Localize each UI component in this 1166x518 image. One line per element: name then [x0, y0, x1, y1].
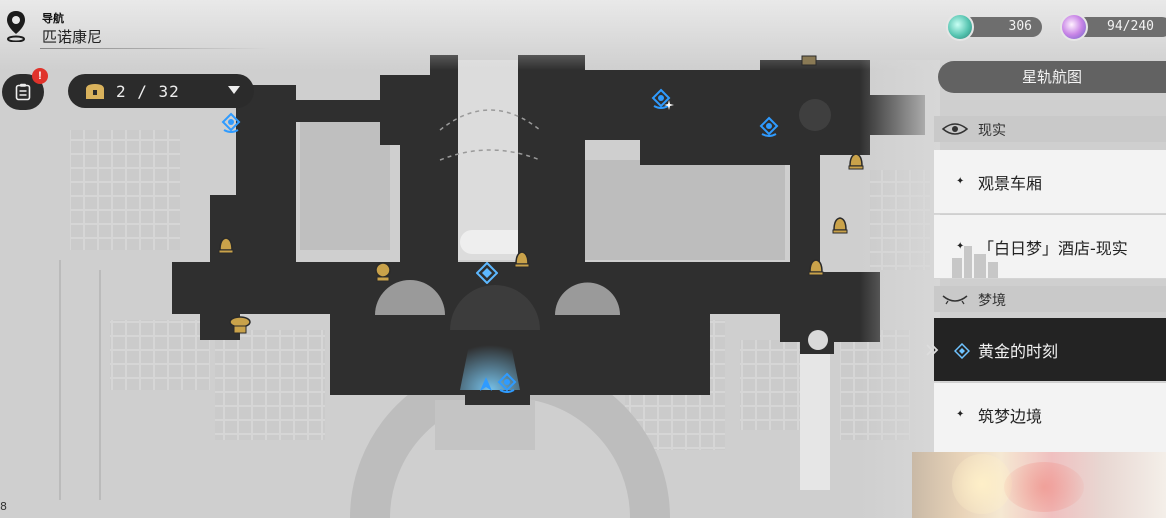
section-header-dreamscape: 梦境 [934, 286, 1166, 312]
location-pin-icon [7, 11, 25, 42]
location-name: 黄金的时刻 [978, 342, 1059, 361]
star-icon: ✦ [956, 176, 965, 187]
location-item-golden-hour[interactable]: 黄金的时刻 [934, 318, 1166, 382]
location-item-hotel-reality[interactable]: ✦ 「白日梦」酒店-现实 [934, 215, 1166, 279]
navigation-header: 导航 匹诺康尼 [4, 8, 284, 49]
light-glow [1004, 462, 1084, 512]
star-icon: ✦ [956, 241, 965, 252]
stellar-jade-value: 306 [962, 17, 1042, 37]
chevron-down-icon [228, 86, 240, 94]
treasure-chest-icon [86, 84, 104, 99]
corner-label: 8 [0, 500, 7, 513]
location-item-dream-edge[interactable]: ✦ 筑梦边境 [934, 383, 1166, 453]
location-name: 筑梦边境 [978, 407, 1043, 426]
treasure-count: 2 / 32 [116, 81, 180, 101]
section-header-reality: 现实 [934, 116, 1166, 142]
location-item-observation-car[interactable]: ✦ 观景车厢 [934, 150, 1166, 214]
closed-eye-icon [942, 295, 968, 305]
double-chevron-right-icon [926, 344, 939, 356]
trailblaze-power-icon [1060, 13, 1088, 41]
stellar-jade-icon [946, 13, 974, 41]
section-label-dreamscape: 梦境 [978, 293, 1006, 309]
header-divider [40, 48, 270, 49]
star-rail-map-button[interactable]: 星轨航图 [938, 61, 1166, 93]
skyline-icon [952, 246, 998, 278]
waypoint-diamond-icon [954, 343, 970, 359]
promo-banner [912, 452, 1166, 518]
eye-icon [941, 123, 969, 135]
clipboard-icon [15, 83, 31, 101]
nav-title: 导航 [42, 12, 64, 25]
mission-log-button[interactable]: ! [2, 68, 48, 110]
region-name: 匹诺康尼 [42, 28, 103, 46]
light-glow [952, 454, 1012, 514]
trailblaze-power-currency[interactable]: 94/240 [1060, 13, 1166, 41]
section-label-reality: 现实 [978, 123, 1006, 139]
treasure-counter-dropdown[interactable]: 2 / 32 [68, 74, 254, 108]
notification-badge: ! [32, 68, 48, 84]
star-icon: ✦ [956, 409, 965, 420]
location-name: 「白日梦」酒店-现实 [978, 239, 1128, 258]
trailblaze-power-value: 94/240 [1076, 17, 1166, 37]
stellar-jade-currency[interactable]: 306 [946, 13, 1046, 41]
location-name: 观景车厢 [978, 174, 1043, 193]
